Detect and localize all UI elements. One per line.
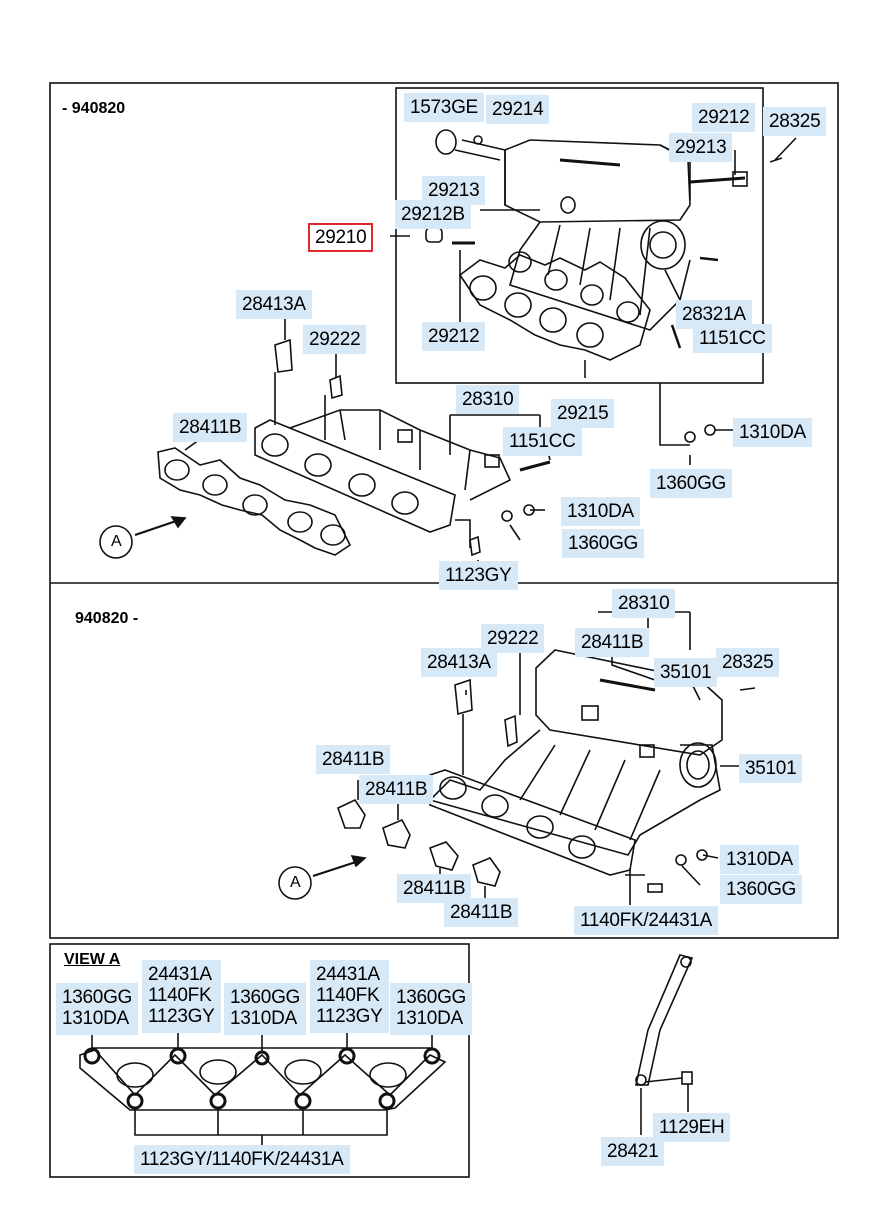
part-label-29214[interactable]: 29214 — [486, 95, 550, 124]
part-label-28411B[interactable]: 28411B — [173, 413, 248, 442]
part-label-24431A[interactable]: 24431A — [148, 964, 212, 985]
part-label-28411B[interactable]: 28411B — [316, 745, 391, 774]
throttle-flange — [640, 220, 686, 270]
gasket-28411B-1 — [337, 798, 366, 829]
part-label-1151CC[interactable]: 1151CC — [693, 324, 772, 353]
part-label-28310[interactable]: 28310 — [456, 385, 520, 414]
part-label-1310DA[interactable]: 1310DA — [720, 845, 799, 874]
part-label-1360GG[interactable]: 1360GG — [62, 987, 133, 1008]
section-code-top: - 940820 — [62, 100, 126, 117]
gasket-28411B-3 — [428, 841, 459, 871]
callout-a-top-label: A — [111, 533, 122, 550]
part-label-1140FK[interactable]: 1140FK — [316, 984, 380, 1006]
part-label-29222[interactable]: 29222 — [303, 325, 367, 354]
view-a-label-group-2[interactable]: 24431A 1140FK 1123GY — [142, 960, 221, 1033]
part-label-1310DA[interactable]: 1310DA — [396, 1007, 463, 1029]
gasket-28411B-2 — [382, 818, 411, 849]
part-label-1123GY-1140FK-24431A[interactable]: 1123GY/1140FK/24431A — [134, 1145, 350, 1174]
part-label-1310DA[interactable]: 1310DA — [62, 1007, 129, 1029]
plenum-body-mid — [535, 649, 723, 756]
flange-mid — [429, 769, 636, 876]
part-label-1360GG[interactable]: 1360GG — [650, 469, 733, 498]
lower-flange — [254, 419, 456, 533]
part-label-29215[interactable]: 29215 — [551, 399, 615, 428]
part-label-1123GY[interactable]: 1123GY — [316, 1005, 383, 1027]
part-label-1129EH[interactable]: 1129EH — [653, 1113, 731, 1142]
part-label-29212B[interactable]: 29212B — [395, 200, 471, 229]
view-a-label-group-1[interactable]: 1360GG 1310DA — [56, 983, 139, 1035]
view-a-frame — [49, 943, 470, 1178]
part-label-1310DA[interactable]: 1310DA — [733, 418, 812, 447]
callout-a-mid-label: A — [290, 874, 301, 891]
part-label-1360GG[interactable]: 1360GG — [230, 987, 301, 1008]
part-label-35101[interactable]: 35101 — [654, 658, 718, 687]
part-label-28411B[interactable]: 28411B — [359, 775, 434, 804]
top-frame — [49, 82, 839, 939]
part-label-1123GY[interactable]: 1123GY — [148, 1005, 215, 1027]
part-label-28413A[interactable]: 28413A — [236, 290, 312, 319]
gasket-29215 — [458, 254, 651, 361]
callout-circle-a-mid — [278, 866, 312, 900]
part-label-1140FK-24431A[interactable]: 1140FK/24431A — [574, 906, 719, 935]
part-label-1140FK[interactable]: 1140FK — [148, 984, 212, 1006]
callout-circle-a-top — [99, 525, 133, 559]
gasket-28411B-4 — [472, 857, 501, 887]
part-label-28421[interactable]: 28421 — [601, 1137, 665, 1166]
part-label-1310DA[interactable]: 1310DA — [230, 1007, 297, 1029]
part-label-28411B[interactable]: 28411B — [444, 898, 519, 927]
part-label-28325[interactable]: 28325 — [716, 648, 780, 677]
view-a-label-group-3[interactable]: 1360GG 1310DA — [224, 983, 307, 1035]
view-a-title: VIEW A — [64, 951, 121, 968]
part-label-29212[interactable]: 29212 — [422, 322, 486, 351]
part-label-24431A[interactable]: 24431A — [316, 964, 380, 985]
part-label-29222[interactable]: 29222 — [481, 624, 545, 653]
view-a-label-group-5[interactable]: 1360GG 1310DA — [390, 983, 473, 1035]
part-label-1360GG[interactable]: 1360GG — [562, 529, 645, 558]
part-label-28325[interactable]: 28325 — [763, 107, 827, 136]
part-label-28411B[interactable]: 28411B — [575, 628, 650, 657]
part-label-28310[interactable]: 28310 — [612, 589, 676, 618]
view-a-label-group-4[interactable]: 24431A 1140FK 1123GY — [310, 960, 389, 1033]
part-label-1360GG[interactable]: 1360GG — [396, 987, 467, 1008]
part-label-1573GE[interactable]: 1573GE — [404, 93, 484, 122]
part-label-29210-selected[interactable]: 29210 — [308, 223, 374, 252]
part-label-1360GG[interactable]: 1360GG — [720, 875, 803, 904]
part-label-29212[interactable]: 29212 — [692, 103, 756, 132]
view-a-gasket — [79, 1049, 447, 1111]
part-label-1151CC[interactable]: 1151CC — [503, 427, 582, 456]
gasket-28411B-top — [157, 447, 352, 556]
cap-1573GE — [435, 129, 457, 155]
part-label-28413A[interactable]: 28413A — [421, 648, 497, 677]
part-label-1310DA[interactable]: 1310DA — [561, 497, 640, 526]
part-label-29213[interactable]: 29213 — [669, 133, 733, 162]
throttle-mid — [679, 742, 717, 788]
bracket-28421 — [635, 954, 694, 1086]
part-label-1123GY[interactable]: 1123GY — [439, 561, 518, 590]
part-label-35101[interactable]: 35101 — [739, 754, 803, 783]
section-code-mid: 940820 - — [75, 610, 139, 627]
